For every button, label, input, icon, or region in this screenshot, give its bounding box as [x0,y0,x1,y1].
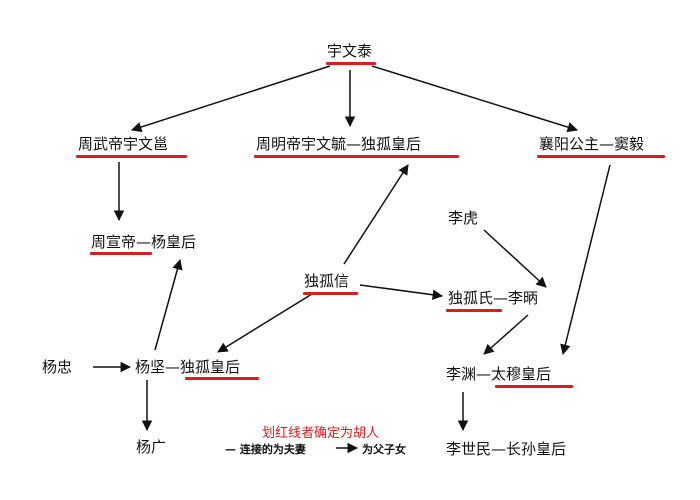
node-dugushi-libing: 独孤氏—李昞 [448,289,539,307]
underline-yangjian-dugu [185,377,259,380]
node-yangguang: 杨广 [136,438,167,456]
underline-duguxin [303,292,358,295]
underline-yuwentai [326,62,376,65]
legend-spouse: — 连接的为夫妻 [225,443,306,456]
edge-yuwentai-xiangyang [371,65,579,133]
underline-xiangyang-dou [537,155,665,158]
underline-zhoumingdi-dugu [254,155,459,158]
node-liyuan-taimu: 李渊—太穆皇后 [446,365,552,383]
node-lihu: 李虎 [448,209,479,227]
edge-yuwentai-zhouwudi [131,65,331,133]
underline-taimu [495,385,573,388]
node-zhouxuandi-yang: 周宣帝—杨皇后 [91,233,197,251]
node-zhouwudi: 周武帝宇文邕 [78,135,169,153]
edge-yangjian-zhouxuandi [154,258,183,351]
edge-duguxin-zhoumingdi [343,164,409,265]
edge-xiangyang-liyuan [560,164,611,356]
node-xiangyang-dou: 襄阳公主—窦毅 [539,135,645,153]
edge-dugushi-liyuan [483,314,529,355]
node-yangjian-dugu: 杨坚—独孤皇后 [135,358,241,376]
underline-zhouxuandi [90,252,152,255]
underline-dugushi [446,309,502,312]
edge-lihu-dugushi [483,229,547,288]
node-lishimin-zhangsun: 李世民—长孙皇后 [446,440,567,458]
node-yuwentai: 宇文泰 [327,42,373,60]
edge-duguxin-dugushi [359,284,444,300]
node-duguxin: 独孤信 [304,272,350,290]
underline-zhouwudi [76,155,187,158]
node-zhoumingdi-dugu: 周明帝宇文毓—独孤皇后 [256,135,422,153]
legend-title: 划红线者确定为胡人 [262,426,380,441]
legend-parent: 为父子女 [362,443,406,456]
node-yangzhong: 杨忠 [42,358,73,376]
edge-duguxin-yangjian [217,293,313,353]
